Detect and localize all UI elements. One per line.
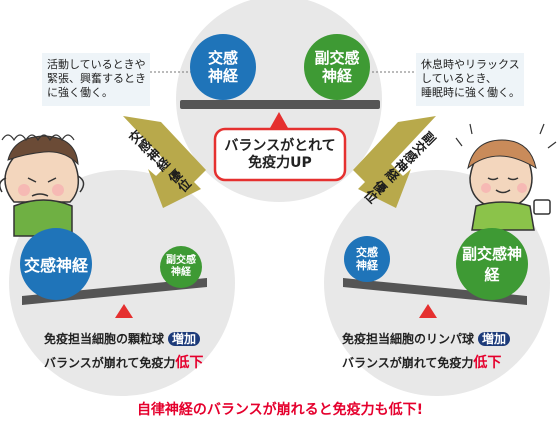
left-parasympathetic-ball: 副交感 神経 [160,246,202,288]
top-sympathetic-label-2: 神経 [207,67,238,85]
callout-line-2: 免疫力UP [248,155,312,171]
top-sympathetic-label-1: 交感 [207,49,238,67]
center-callout: バランスがとれて 免疫力UP [215,138,345,172]
left-sympathetic-ball: 交感神経 [20,228,92,300]
left-note-bg [42,53,150,106]
top-parasympathetic-label-2: 神経 [321,67,352,85]
right-arrow-shape [353,116,436,208]
top-parasympathetic-ball: 副交感 神経 [304,34,370,100]
right-big-ball-label: 副交感神経 [461,245,522,284]
right-note-line-3: 睡眠時に強く働く。 [421,86,520,99]
left-note-line-3: に強く働く。 [47,86,113,99]
left-fulcrum [115,304,133,318]
right-note-line-2: しているとき、 [421,72,497,85]
left-beam [22,278,207,305]
left-caption-1: 免疫担当細胞の顆粒球増加 [44,332,201,346]
left-note-line-1: 活動しているときや [47,58,146,71]
stressed-person-illustration [0,134,85,237]
top-sympathetic-ball: 交感 神経 [190,34,256,100]
right-parasympathetic-ball: 副交感神経 [456,228,528,300]
left-note-line-2: 緊張、興奮するとき [47,72,146,85]
left-big-ball-label: 交感神経 [23,256,88,275]
callout-line-1: バランスがとれて [224,138,336,154]
right-sympathetic-ball: 交感 神経 [344,236,390,282]
relaxed-person-illustration [455,123,557,231]
right-caption-1: 免疫担当細胞のリンパ球増加 [342,332,511,346]
right-decrease-label: 低下 [473,355,502,371]
right-caption-2: バランスが崩れて免疫力低下 [342,355,502,371]
center-callout-border [213,127,347,182]
left-note: 活動しているときや 緊張、興奮するとき に強く働く。 [47,58,146,100]
right-note-bg [416,53,524,106]
top-parasympathetic-label-1: 副交感 [314,49,360,67]
left-increase-badge: 増加 [168,332,201,346]
left-caption-2: バランスが崩れて免疫力低下 [44,355,204,371]
left-decrease-label: 低下 [175,355,204,371]
footer-conclusion: 自律神経のバランスが崩れると免疫力も低下! [136,402,424,418]
right-note: 休息時やリラックス しているとき、 睡眠時に強く働く。 [421,58,520,100]
top-fulcrum [270,112,288,128]
right-increase-badge: 増加 [478,332,511,346]
left-arrow-shape [123,116,206,208]
right-note-line-1: 休息時やリラックス [421,58,520,71]
right-fulcrum [419,304,437,318]
top-beam [180,100,380,109]
